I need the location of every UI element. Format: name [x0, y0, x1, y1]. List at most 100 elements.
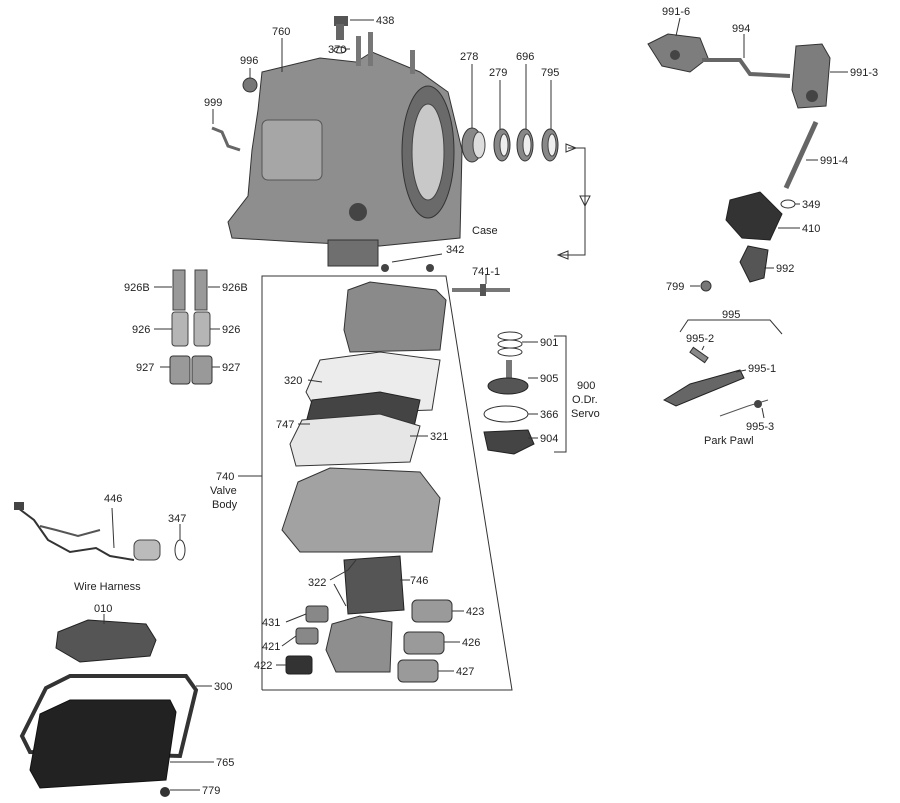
spring-901	[497, 331, 523, 357]
bracket-991-6	[647, 33, 709, 73]
plug-342-b	[426, 264, 434, 272]
gasket-300	[19, 674, 199, 759]
solenoid-423	[411, 599, 453, 623]
label-410: 410	[802, 223, 820, 235]
ring-278	[461, 127, 486, 163]
label-321: 321	[430, 431, 448, 443]
label-427: 427	[456, 666, 474, 678]
spring-926B-left	[172, 269, 186, 311]
label-wire-harness: Wire Harness	[74, 581, 141, 593]
label-010: 010	[94, 603, 112, 615]
oring-370	[333, 46, 347, 54]
cover-904	[483, 429, 535, 455]
pan-765	[29, 699, 177, 789]
pawl-995-1	[662, 369, 745, 407]
label-349: 349	[802, 199, 820, 211]
solenoid-426	[403, 631, 445, 655]
label-995: 995	[722, 309, 740, 321]
label-body: Body	[212, 499, 238, 511]
label-342: 342	[446, 244, 464, 256]
label-278: 278	[460, 51, 478, 63]
label-760: 760	[272, 26, 290, 38]
label-446: 446	[104, 493, 122, 505]
filter-010	[55, 619, 157, 663]
label-991-3: 991-3	[850, 67, 878, 79]
bracket-995	[679, 319, 783, 335]
label-995-2: 995-2	[686, 333, 714, 345]
plug-342-a	[381, 264, 389, 272]
shaft-991-4	[783, 120, 819, 190]
callout-labels: 438 370 760 996 999 278 279 696 795 Case…	[74, 6, 878, 797]
spring-995-3	[719, 399, 769, 417]
label-odr: O.Dr.	[572, 394, 598, 406]
switch-410	[725, 191, 783, 241]
label-991-6: 991-6	[662, 6, 690, 18]
spring-926B-right	[194, 269, 208, 311]
oring-347	[174, 539, 186, 561]
valve-body-outline	[261, 275, 513, 691]
label-park-pawl: Park Pawl	[704, 435, 754, 447]
nut-799	[700, 280, 712, 292]
tube-741-1	[452, 284, 510, 296]
oring-349	[780, 199, 796, 209]
piston-905	[487, 360, 529, 395]
label-740: 740	[216, 471, 234, 483]
label-438: 438	[376, 15, 394, 27]
label-991-4: 991-4	[820, 155, 848, 167]
spring-926-right	[193, 311, 211, 347]
servo-bracket	[554, 335, 567, 453]
solenoid-431	[305, 605, 329, 623]
label-279: 279	[489, 67, 507, 79]
pin-995-2	[689, 346, 709, 364]
label-322: 322	[308, 577, 326, 589]
label-799: 799	[666, 281, 684, 293]
label-696: 696	[516, 51, 534, 63]
label-779: 779	[202, 785, 220, 797]
label-905: 905	[540, 373, 558, 385]
label-320: 320	[284, 375, 302, 387]
valve-body-main	[281, 467, 441, 553]
ring-279	[493, 128, 511, 162]
wire-harness-446	[14, 502, 161, 561]
ring-795	[541, 128, 559, 162]
label-431: 431	[262, 617, 280, 629]
lever-992	[739, 245, 769, 283]
valve-body-lower	[325, 615, 393, 673]
valve-body-upper	[343, 281, 447, 353]
solenoid-421	[295, 627, 319, 645]
label-926-right: 926	[222, 324, 240, 336]
spring-926-left	[171, 311, 189, 347]
label-366: 366	[540, 409, 558, 421]
label-servo: Servo	[571, 408, 600, 420]
label-901: 901	[540, 337, 558, 349]
label-421: 421	[262, 641, 280, 653]
label-300: 300	[214, 681, 232, 693]
label-347: 347	[168, 513, 186, 525]
label-765: 765	[216, 757, 234, 769]
leader-lines	[103, 17, 848, 791]
label-795: 795	[541, 67, 559, 79]
label-case: Case	[472, 225, 498, 237]
assembly-direction-arrows	[556, 143, 591, 260]
label-995-3: 995-3	[746, 421, 774, 433]
transmission-case	[227, 32, 463, 267]
label-927-right: 927	[222, 362, 240, 374]
label-994: 994	[732, 23, 750, 35]
label-996: 996	[240, 55, 258, 67]
label-741-1: 741-1	[472, 266, 500, 278]
label-926B-right: 926B	[222, 282, 248, 294]
plate-746	[343, 555, 405, 615]
label-370: 370	[328, 44, 346, 56]
label-995-1: 995-1	[748, 363, 776, 375]
label-422: 422	[254, 660, 272, 672]
piston-927-left	[169, 355, 191, 385]
plug-438	[334, 16, 348, 40]
label-904: 904	[540, 433, 558, 445]
label-423: 423	[466, 606, 484, 618]
label-926B-left: 926B	[124, 282, 150, 294]
oring-366	[483, 405, 529, 423]
label-999: 999	[204, 97, 222, 109]
label-746: 746	[410, 575, 428, 587]
solenoid-422	[285, 655, 313, 675]
label-426: 426	[462, 637, 480, 649]
